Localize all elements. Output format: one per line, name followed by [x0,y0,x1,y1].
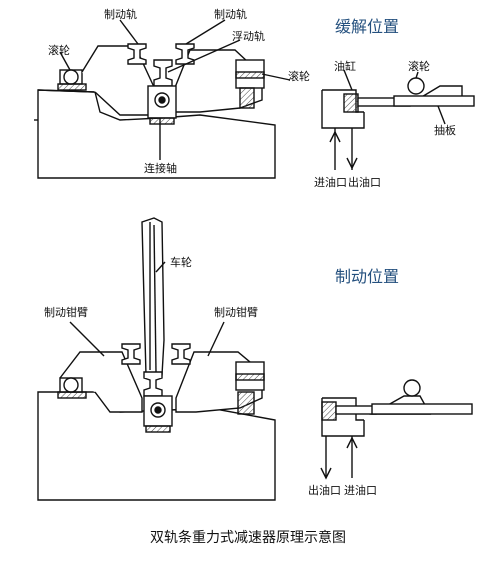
brake-rail-left [127,43,147,65]
label-clamp-arm-left: 制动钳臂 [44,306,88,319]
left-roller-top [57,69,87,91]
label-connecting-shaft: 连接轴 [144,161,177,175]
label-pull-plate: 抽板 [434,123,456,137]
braking-title: 制动位置 [335,267,399,286]
release-title: 缓解位置 [335,17,399,36]
release-mechanism [34,19,291,179]
label-oil-out-top: 出油口 [348,175,381,189]
label-oil-out-bottom: 出油口 [308,483,341,497]
oil-cylinder-top [343,93,359,113]
label-brake-rail-left: 制动轨 [104,7,137,21]
label-roller-left: 滚轮 [48,43,70,57]
label-clamp-arm-right: 制动钳臂 [214,306,258,319]
label-oil-cylinder: 油缸 [334,59,356,73]
brake-rail-right [175,43,195,65]
label-oil-in-top: 进油口 [314,175,347,189]
label-brake-rail-right: 制动轨 [214,7,247,21]
release-hydraulic-detail [321,69,475,170]
floating-rail [153,59,173,87]
label-oil-in-bottom: 进油口 [344,483,377,497]
left-clamp-arm-bottom [59,351,143,413]
braking-mechanism [37,217,276,501]
figure-caption: 双轨条重力式减速器原理示意图 [150,529,346,546]
label-wheel: 车轮 [170,255,192,269]
labels: 缓解位置 制动轨 制动轨 浮动轨 滚轮 滚轮 连接轴 油缸 滚轮 抽板 进油口 … [44,7,456,546]
label-roller-right: 滚轮 [288,69,310,83]
wheel [141,217,165,379]
label-roller-detail: 滚轮 [408,59,430,73]
braking-hydraulic-detail [320,379,473,480]
roller-detail-top [407,77,425,95]
base-block-top [37,89,276,179]
label-floating-rail: 浮动轨 [232,29,265,43]
